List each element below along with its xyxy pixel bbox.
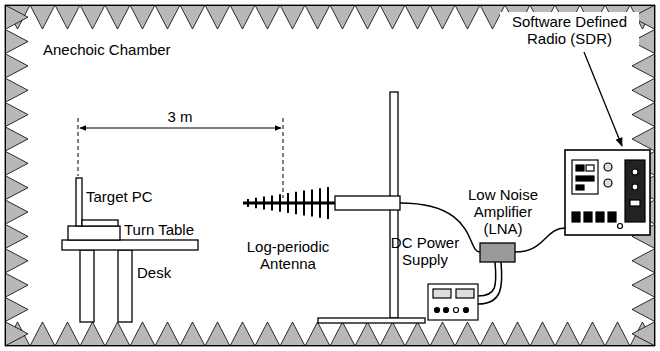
absorber-cone — [5, 54, 28, 78]
absorber-cone — [255, 5, 280, 29]
turntable-label: Turn Table — [124, 221, 214, 238]
absorber-cone — [632, 127, 655, 151]
absorber-cone — [230, 322, 255, 346]
absorber-cone — [530, 322, 555, 346]
absorber-cone — [5, 273, 28, 297]
absorber-cone — [430, 5, 455, 29]
absorber-cone — [230, 5, 255, 29]
absorber-cone — [5, 78, 28, 102]
absorber-cone — [630, 322, 655, 346]
lna-label: Low Noise Amplifier (LNA) — [458, 186, 548, 237]
log-periodic-antenna — [243, 187, 335, 219]
power-supply-drawing — [428, 284, 478, 320]
absorber-cone — [355, 322, 380, 346]
chamber-title: Anechoic Chamber — [43, 41, 171, 58]
distance-dimension: 3 m — [150, 108, 210, 125]
absorber-cone — [455, 5, 480, 29]
absorber-cone — [380, 5, 405, 29]
absorber-cone — [632, 78, 655, 102]
absorber-cone — [130, 322, 155, 346]
antenna-element — [271, 195, 273, 210]
absorber-cone — [5, 176, 28, 200]
power-supply-label: DC Power Supply — [386, 234, 464, 268]
antenna-label: Log-periodic Antenna — [232, 238, 344, 272]
antenna-element — [303, 191, 305, 216]
pc-label: Target PC — [86, 188, 176, 205]
absorber-cone — [5, 297, 28, 321]
absorber-cone — [205, 322, 230, 346]
absorber-cone — [505, 322, 530, 346]
absorber-cone — [280, 322, 305, 346]
sdr-drawing — [565, 150, 650, 235]
absorber-cone — [632, 322, 655, 346]
absorber-cones — [5, 5, 655, 346]
absorber-cone — [30, 5, 55, 29]
absorber-cone — [5, 5, 28, 29]
absorber-cone — [5, 127, 28, 151]
absorber-cone — [632, 102, 655, 126]
absorber-cone — [5, 29, 28, 53]
absorber-cone — [580, 322, 605, 346]
sdr-label: Software Defined Radio (SDR) — [500, 12, 639, 48]
absorber-cone — [205, 5, 230, 29]
desk-drawing — [62, 240, 198, 322]
absorber-cone — [55, 322, 80, 346]
antenna-element — [327, 187, 329, 219]
chamber-frame: Anechoic Chamber — [5, 5, 655, 346]
absorber-cone — [155, 322, 180, 346]
absorber-cone — [180, 322, 205, 346]
absorber-cone — [5, 249, 28, 273]
antenna-mast — [318, 92, 425, 323]
absorber-cone — [480, 322, 505, 346]
absorber-cone — [105, 322, 130, 346]
turn-table-drawing — [68, 226, 120, 240]
absorber-cone — [5, 224, 28, 248]
absorber-cone — [30, 322, 55, 346]
absorber-cone — [605, 322, 630, 346]
absorber-cone — [80, 5, 105, 29]
absorber-cone — [632, 54, 655, 78]
absorber-cone — [5, 5, 30, 29]
antenna-element — [295, 192, 297, 214]
absorber-cone — [155, 5, 180, 29]
absorber-cone — [130, 5, 155, 29]
desk-label: Desk — [137, 264, 197, 281]
absorber-cone — [355, 5, 380, 29]
antenna-element — [279, 194, 281, 212]
absorber-cone — [405, 5, 430, 29]
absorber-cone — [255, 322, 280, 346]
sdr-leader — [584, 52, 622, 146]
absorber-cone — [180, 5, 205, 29]
lna-drawing — [480, 243, 515, 262]
absorber-cone — [330, 322, 355, 346]
absorber-cone — [5, 151, 28, 175]
absorber-cone — [5, 102, 28, 126]
absorber-cone — [280, 5, 305, 29]
antenna-element — [319, 188, 321, 218]
absorber-cone — [5, 322, 30, 346]
absorber-cone — [632, 273, 655, 297]
antenna-element — [263, 197, 265, 210]
absorber-cone — [5, 322, 28, 346]
absorber-cone — [632, 249, 655, 273]
absorber-cone — [105, 5, 130, 29]
absorber-cone — [430, 322, 455, 346]
absorber-cone — [555, 322, 580, 346]
absorber-cone — [380, 322, 405, 346]
absorber-cone — [55, 5, 80, 29]
absorber-cone — [405, 322, 430, 346]
dimension-lines — [78, 118, 283, 198]
absorber-cone — [455, 322, 480, 346]
antenna-element — [255, 198, 257, 208]
antenna-element — [311, 189, 313, 216]
antenna-element — [287, 193, 289, 213]
antenna-element — [247, 199, 249, 207]
absorber-cone — [305, 5, 330, 29]
absorber-cone — [305, 322, 330, 346]
absorber-cone — [330, 5, 355, 29]
absorber-cone — [5, 200, 28, 224]
absorber-cone — [80, 322, 105, 346]
absorber-cone — [632, 297, 655, 321]
